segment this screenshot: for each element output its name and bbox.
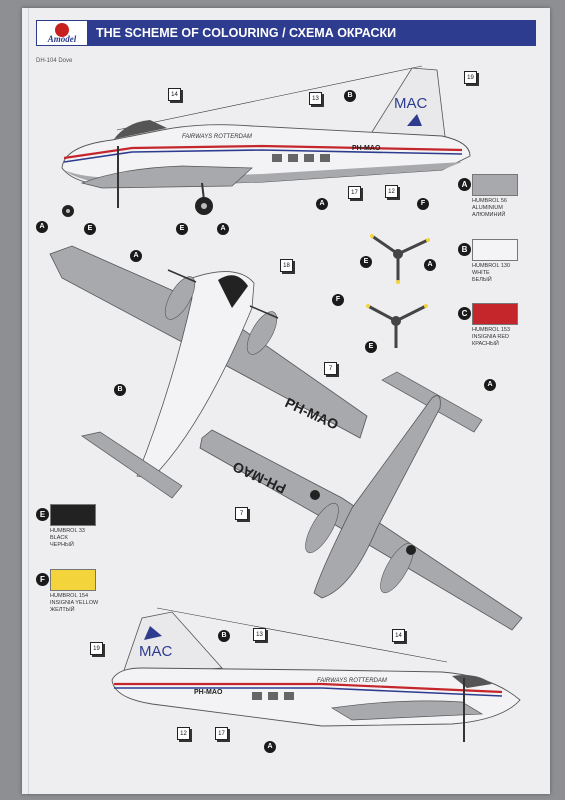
- paint-swatch-aluminium: A HUMBROL 56 ALUMINIUM АЛЮМИНИЙ: [458, 174, 548, 224]
- color-marker: F: [417, 198, 429, 210]
- logo-mark-icon: [55, 23, 69, 37]
- color-marker: B: [344, 90, 356, 102]
- instruction-sheet: Amodel THE SCHEME OF COLOURING / СХЕМА О…: [22, 8, 550, 794]
- callout-box: 14: [392, 629, 405, 642]
- swatch-code: HUMBROL 153: [472, 327, 511, 333]
- swatch-color-box: [472, 303, 518, 325]
- paint-swatch-red: C HUMBROL 153 INSIGNIA RED КРАСНЫЙ: [458, 303, 548, 353]
- color-marker: B: [114, 384, 126, 396]
- swatch-label: HUMBROL 153 INSIGNIA RED КРАСНЫЙ: [472, 327, 510, 348]
- swatch-label: HUMBROL 56 ALUMINIUM АЛЮМИНИЙ: [472, 198, 507, 219]
- swatch-letter: E: [36, 508, 49, 521]
- swatch-code: HUMBROL 33: [50, 528, 85, 534]
- color-marker: E: [365, 341, 377, 353]
- swatch-color-ru: ЧЕРНЫЙ: [50, 542, 74, 548]
- swatch-letter: B: [458, 243, 471, 256]
- paint-swatch-yellow: F HUMBROL 154 INSIGNIA YELLOW ЖЕЛТЫЙ: [36, 569, 126, 619]
- swatch-color-en: INSIGNIA RED: [472, 334, 509, 340]
- color-marker: F: [332, 294, 344, 306]
- page-fold: [28, 8, 29, 794]
- callout-box: 13: [253, 628, 266, 641]
- color-marker: A: [217, 223, 229, 235]
- swatch-color-box: [472, 174, 518, 196]
- swatch-color-ru: АЛЮМИНИЙ: [472, 212, 506, 218]
- airline-text: FAIRWAYS ROTTERDAM: [182, 134, 252, 140]
- callout-box: 12: [177, 727, 190, 740]
- color-marker: E: [84, 223, 96, 235]
- swatch-color-en: INSIGNIA YELLOW: [50, 600, 99, 606]
- swatch-code: HUMBROL 154: [50, 593, 89, 599]
- page-title: THE SCHEME OF COLOURING / СХЕМА ОКРАСКИ: [88, 20, 536, 46]
- callout-box: 14: [168, 88, 181, 101]
- bottom-registration-side-text: PH-MAO: [194, 689, 223, 696]
- brand-logo: Amodel: [36, 20, 88, 46]
- swatch-color-box: [50, 504, 96, 526]
- color-marker: A: [424, 259, 436, 271]
- callout-box: 17: [215, 727, 228, 740]
- color-marker: B: [218, 630, 230, 642]
- bottom-plan-view: PH-MAO: [199, 371, 523, 631]
- propeller-rear: [366, 304, 428, 348]
- callout-box: 19: [464, 71, 477, 84]
- swatch-color-ru: КРАСНЫЙ: [472, 341, 499, 347]
- swatch-color-en: ALUMINIUM: [472, 205, 503, 211]
- callout-box: 19: [90, 642, 103, 655]
- swatch-label: HUMBROL 154 INSIGNIA YELLOW ЖЕЛТЫЙ: [50, 593, 98, 614]
- logo-text: Amodel: [47, 34, 77, 44]
- side-view-bottom: MAC FAIRWAYS ROTTERDAM PH-MAO: [111, 607, 521, 742]
- bottom-tail-code-text: MAC: [139, 643, 173, 660]
- paint-swatch-black: E HUMBROL 33 BLACK ЧЕРНЫЙ: [36, 504, 126, 554]
- swatch-code: HUMBROL 56: [472, 198, 507, 204]
- color-marker: E: [360, 256, 372, 268]
- swatch-color-box: [472, 239, 518, 261]
- header: Amodel THE SCHEME OF COLOURING / СХЕМА О…: [36, 20, 536, 46]
- swatch-letter: F: [36, 573, 49, 586]
- color-marker: A: [130, 250, 142, 262]
- swatch-color-box: [50, 569, 96, 591]
- top-plan-view: PH-MAO: [49, 245, 368, 499]
- callout-box: 12: [385, 185, 398, 198]
- callout-box: 18: [280, 259, 293, 272]
- aircraft-type: DH-104 Dove: [36, 58, 73, 64]
- color-marker: A: [484, 379, 496, 391]
- registration-text: PH-MAO: [352, 145, 381, 152]
- side-view-top: MAC FAIRWAYS ROTTERDAM PH-MAO: [61, 65, 471, 217]
- bottom-airline-text: FAIRWAYS ROTTERDAM: [317, 678, 387, 684]
- swatch-code: HUMBROL 130: [472, 263, 511, 269]
- callout-box: 17: [348, 186, 361, 199]
- callout-box: 13: [309, 92, 322, 105]
- tail-code-text: MAC: [394, 95, 428, 112]
- swatch-color-ru: БЕЛЫЙ: [472, 277, 492, 283]
- callout-box: 7: [235, 507, 248, 520]
- aircraft-drawings: MAC FAIRWAYS ROTTERDAM PH-MAO PH-MAO: [49, 65, 523, 742]
- callout-box: 7: [324, 362, 337, 375]
- paint-swatch-white: B HUMBROL 130 WHITE БЕЛЫЙ: [458, 239, 548, 289]
- swatch-label: HUMBROL 33 BLACK ЧЕРНЫЙ: [50, 528, 85, 549]
- color-marker: A: [36, 221, 48, 233]
- color-marker: A: [316, 198, 328, 210]
- swatch-color-ru: ЖЕЛТЫЙ: [50, 607, 75, 613]
- color-marker: A: [264, 741, 276, 753]
- swatch-letter: A: [458, 178, 471, 191]
- swatch-label: HUMBROL 130 WHITE БЕЛЫЙ: [472, 263, 510, 284]
- color-marker: E: [176, 223, 188, 235]
- swatch-color-en: BLACK: [50, 535, 69, 541]
- swatch-color-en: WHITE: [472, 270, 490, 276]
- swatch-letter: C: [458, 307, 471, 320]
- propeller-front: [370, 234, 430, 284]
